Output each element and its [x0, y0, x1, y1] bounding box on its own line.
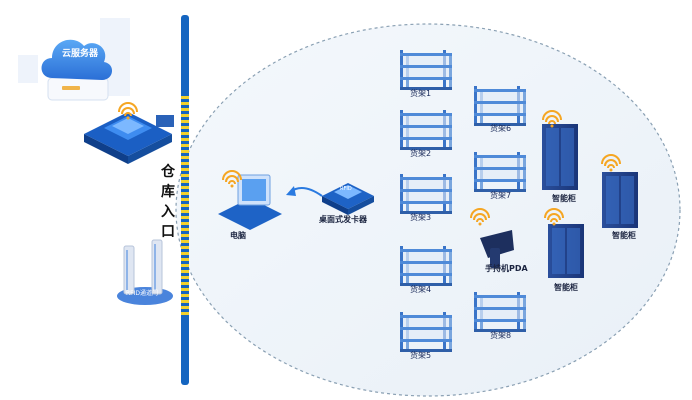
warehouse-entrance-label: 仓 库 入 口	[161, 162, 175, 242]
handheld-label: 手持机PDA	[485, 264, 528, 273]
smart-cabinet-icon	[601, 154, 638, 228]
smart-cabinet-label: 智能柜	[554, 283, 578, 292]
computer-icon	[218, 170, 282, 230]
rfid-gate-icon	[117, 239, 173, 305]
computer-label: 电脑	[230, 231, 246, 240]
rfid-gate-label: RFID通道门	[126, 290, 159, 297]
shelf-label: 货架4	[410, 285, 432, 294]
entrance-char: 口	[161, 224, 175, 240]
shelf-label: 货架2	[410, 149, 432, 158]
shelf-label: 货架8	[490, 331, 512, 340]
entrance-char: 入	[161, 204, 175, 220]
shelf-label: 货架5	[410, 351, 432, 360]
shelf-label: 货架1	[410, 89, 432, 98]
smart-cabinet-icon	[542, 110, 578, 190]
smart-cabinet-label: 智能柜	[552, 194, 576, 203]
server-device-icon	[84, 102, 174, 164]
cloud-server-icon	[18, 18, 130, 101]
card-issuer-chip-text: RFID	[340, 186, 352, 192]
cloud-server-label: 云服务器	[62, 49, 99, 59]
entrance-char: 库	[161, 184, 175, 200]
shelf-label: 货架3	[410, 213, 432, 222]
smart-cabinet-icon	[544, 208, 584, 278]
entrance-char: 仓	[161, 164, 175, 180]
card-issuer-icon	[322, 183, 374, 215]
shelf-label: 货架7	[490, 191, 512, 200]
card-issuer-label: 桌面式发卡器	[319, 215, 367, 224]
shelf-label: 货架6	[490, 124, 512, 133]
handheld-pda-icon	[470, 208, 514, 268]
smart-cabinet-label: 智能柜	[612, 231, 636, 240]
